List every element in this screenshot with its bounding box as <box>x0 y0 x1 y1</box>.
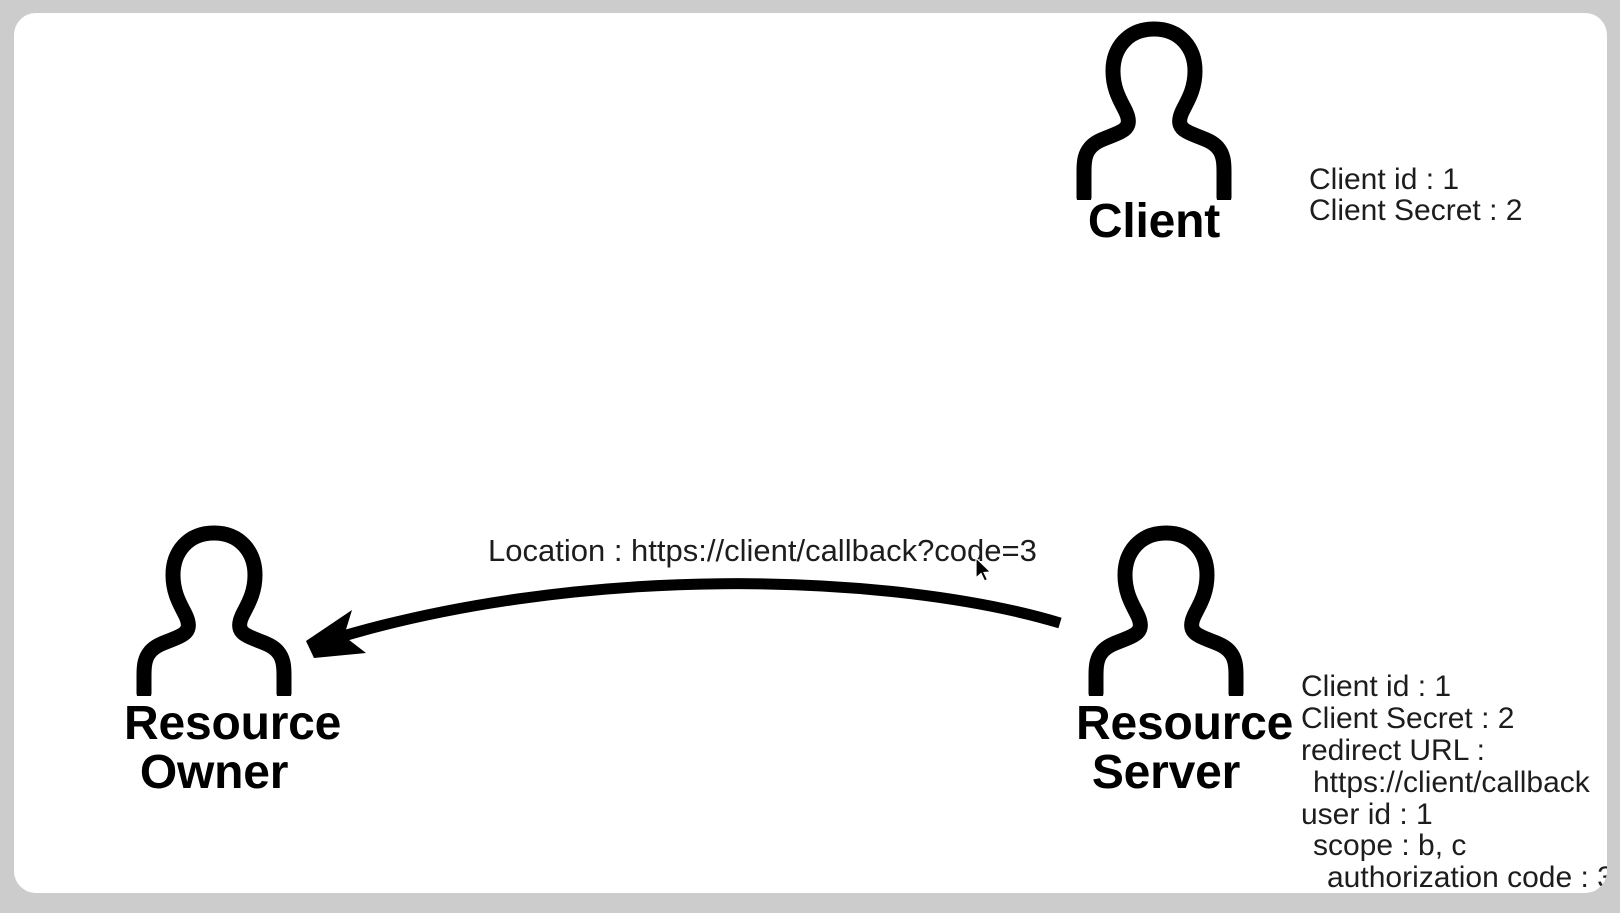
flow-arrow-shaft <box>312 578 1062 651</box>
diagram-canvas[interactable]: Client Resource Owner Resource Server <box>14 13 1607 893</box>
server-note-line-6: scope : b, c <box>1313 829 1467 863</box>
mouse-cursor-icon <box>975 557 992 582</box>
actor-resource-owner-label-line-2: Owner <box>139 745 289 799</box>
actor-resource-server-label-line-2: Server <box>1091 745 1241 799</box>
person-icon <box>1076 21 1232 200</box>
client-note-line-2: Client Secret : 2 <box>1309 193 1523 227</box>
actor-resource-owner-label: Resource Owner <box>124 697 342 799</box>
server-note-line-7: authorization code : 3 <box>1327 861 1607 893</box>
actor-client-label-line-1: Client <box>1087 195 1221 248</box>
server-note-line-2: Client Secret : 2 <box>1301 701 1515 735</box>
flow-arrow-label: Location : https://client/callback?code=… <box>488 533 1037 568</box>
server-note-line-4: https://client/callback <box>1313 765 1590 799</box>
actor-resource-server-label: Resource Server <box>1076 697 1294 799</box>
person-icon <box>1088 525 1244 696</box>
server-note-line-3: redirect URL : <box>1301 733 1485 767</box>
resource-server-state-note: Client id : 1 Client Secret : 2 redirect… <box>1301 671 1607 893</box>
client-note-line-1: Client id : 1 <box>1309 163 1460 196</box>
actor-client[interactable]: Client <box>1064 15 1244 247</box>
server-note-line-5: user id : 1 <box>1301 797 1433 831</box>
client-credentials-note: Client id : 1 Client Secret : 2 <box>1309 163 1523 227</box>
actor-resource-server[interactable]: Resource Server <box>1076 521 1294 799</box>
person-icon <box>136 525 292 696</box>
actor-resource-server-label-line-1: Resource <box>1076 697 1294 750</box>
actor-resource-owner-label-line-1: Resource <box>124 697 342 750</box>
actor-resource-owner[interactable]: Resource Owner <box>124 521 342 799</box>
actor-client-label: Client <box>1064 195 1244 248</box>
server-note-line-1: Client id : 1 <box>1301 670 1452 703</box>
flow-arrow-head <box>306 610 366 658</box>
